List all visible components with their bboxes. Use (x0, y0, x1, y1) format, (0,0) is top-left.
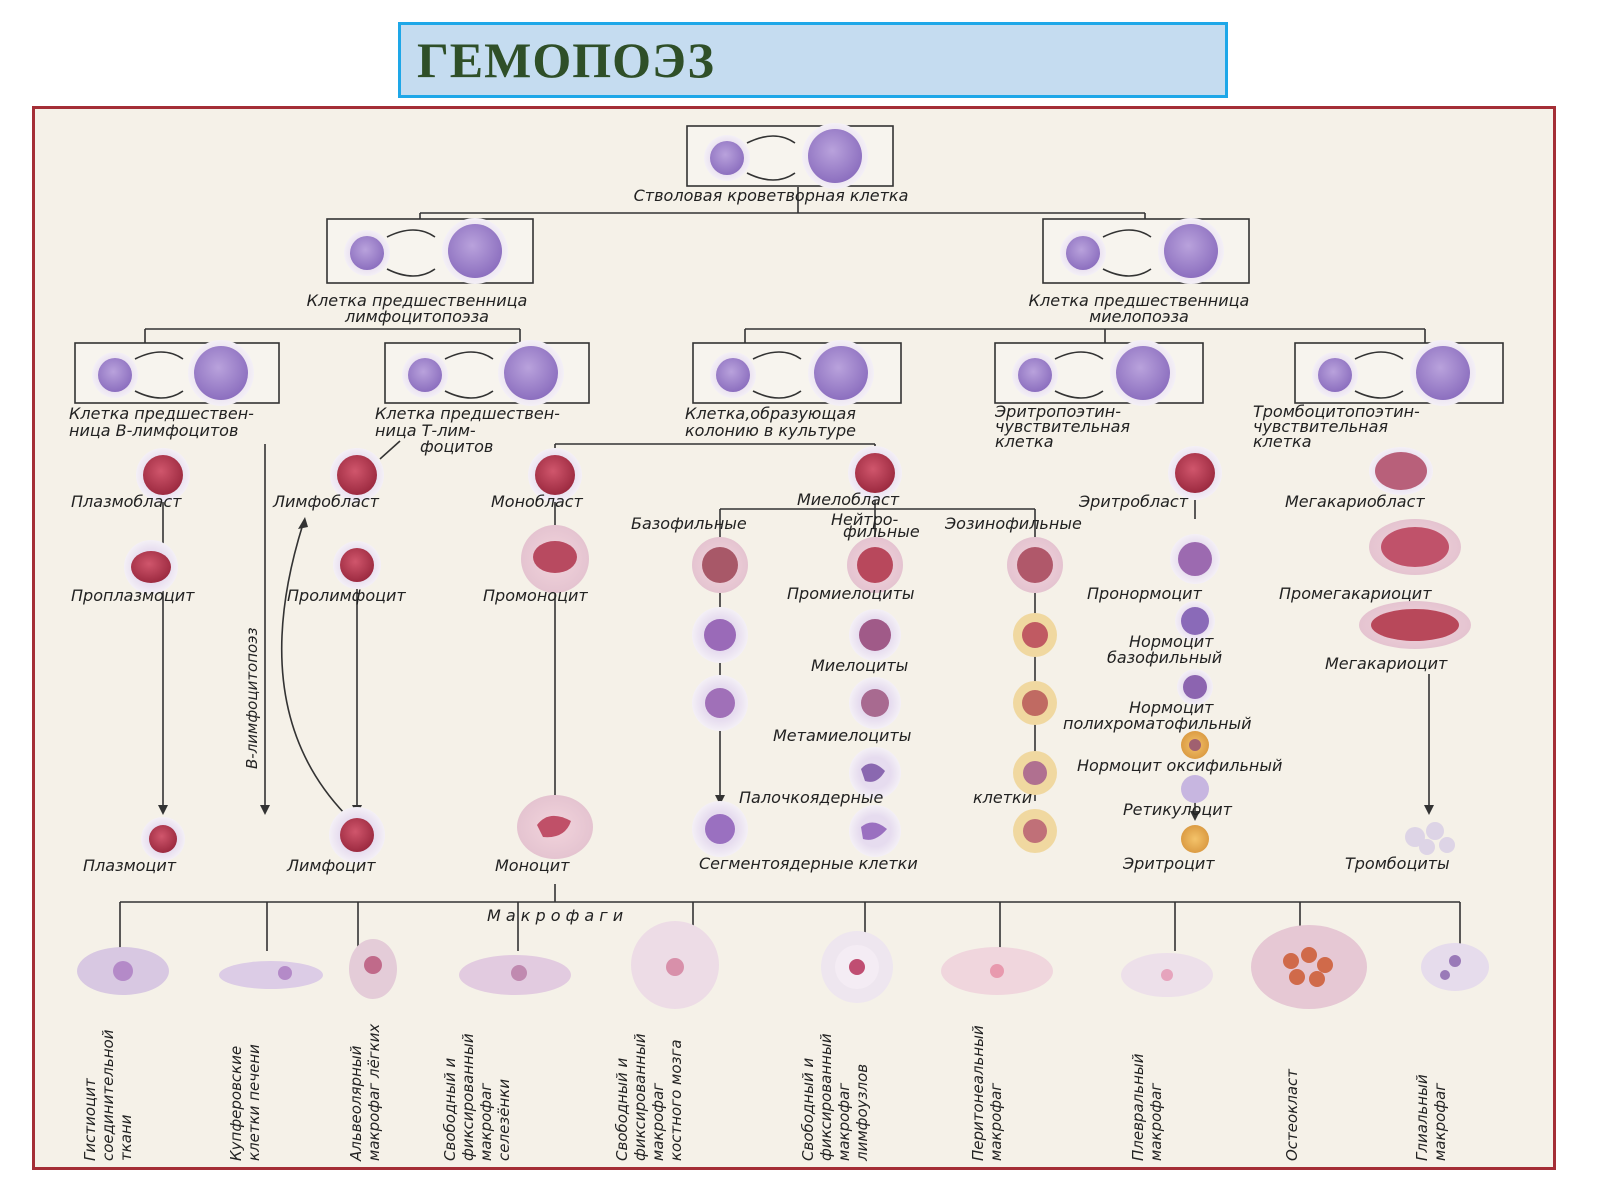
monoblast-label: Монобласт (491, 492, 584, 511)
macrophage-label-4d: селезёнки (495, 1079, 513, 1161)
macrophage-label-6c: макрофаг (835, 1083, 853, 1161)
myeloid-series: Миелоциты Метамиелоциты Палочкоядерные к… (692, 607, 1057, 857)
b-progenitor-label-2: ница В-лимфоцитов (69, 421, 238, 440)
macrophage-labels: Гистиоцит соединительной ткани Купферовс… (81, 1024, 1449, 1162)
macrophage-label-6b: фиксированный (817, 1033, 835, 1161)
macrophage-label-6a: Свободный и (799, 1058, 817, 1161)
macrophage-label-2a: Купферовские (227, 1046, 245, 1161)
megakaryoblast-label: Мегакариобласт (1285, 492, 1425, 511)
proplasmocyte-label: Проплазмоцит (71, 586, 195, 605)
cfu-box: Клетка,образующая колонию в культуре (685, 340, 902, 440)
macrophage-label-1a: Гистиоцит (81, 1077, 99, 1161)
ery-sensitive-box: Эритропоэтин- чувствительная клетка (994, 340, 1204, 451)
b-lymphopoiesis-label: В-лимфоцитопоэз (243, 628, 261, 769)
lympho-progenitor-box: Клетка предшественница лимфоцитопоэза (307, 218, 534, 326)
lympho-progenitor-label-1: Клетка предшественница (307, 291, 528, 310)
normocyte-basophilic-label-1: Нормоцит (1129, 632, 1214, 651)
t-progenitor-box: Клетка предшествен- ница Т-лим- фоцитов (375, 340, 590, 456)
stem-cell-box: Стволовая кроветворная клетка (634, 123, 909, 205)
hematopoiesis-diagram: Стволовая кроветворная клетка Клетка пре… (69, 123, 1504, 1162)
stem-cell-label: Стволовая кроветворная клетка (634, 186, 909, 205)
macrophage-cells (77, 921, 1489, 1009)
ery-sensitive-label-1: Эритропоэтин- (994, 402, 1121, 421)
segmented-label: Сегментоядерные клетки (699, 854, 918, 873)
promonocyte-label: Промоноцит (483, 586, 588, 605)
plasmocyte-label: Плазмоцит (83, 856, 177, 875)
pronormocyte-label: Пронормоцит (1087, 584, 1203, 603)
macrophage-label-10a: Глиальный (1413, 1074, 1431, 1161)
monocyte-label: Моноцит (495, 856, 570, 875)
ery-sensitive-label-2: чувствительная (995, 417, 1130, 436)
myelo-progenitor-label-1: Клетка предшественница (1029, 291, 1250, 310)
macrophage-label-1b: соединительной (99, 1029, 117, 1161)
myeloblast-label: Миелобласт (797, 490, 900, 509)
macrophage-label-2b: клетки печени (245, 1044, 263, 1161)
macrophage-label-8b: макрофаг (1147, 1083, 1165, 1161)
lympho-progenitor-label-2: лимфоцитопоэза (344, 307, 489, 326)
macrophage-label-7b: макрофаг (987, 1083, 1005, 1161)
macrophage-label-8a: Плевральный (1129, 1053, 1147, 1161)
basophilic-label: Базофильные (631, 514, 747, 533)
thr-sensitive-box: Тромбоцитопоэтин- чувствительная клетка (1253, 340, 1504, 451)
normocyte-poly-label-1: Нормоцит (1129, 698, 1214, 717)
eosinophilic-label: Эозинофильные (944, 514, 1082, 533)
blast-row: Плазмобласт Лимфобласт Монобласт Миелобл… (71, 446, 1433, 541)
macrophage-label-3b: макрофаг лёгких (365, 1024, 383, 1161)
normocyte-oxyphilic-label: Нормоцит оксифильный (1077, 756, 1282, 775)
neutrophilic-label-2: фильные (843, 522, 920, 541)
megakaryocyte-label: Мегакариоцит (1325, 654, 1448, 673)
macrophage-label-5a: Свободный и (613, 1058, 631, 1161)
macrophage-label-4c: макрофаг (477, 1083, 495, 1161)
macrophage-label-5b: фиксированный (631, 1033, 649, 1161)
macrophage-label-4a: Свободный и (441, 1058, 459, 1161)
macrophages-label: М а к р о ф а г и (487, 906, 623, 925)
cfu-label-2: колонию в культуре (685, 421, 856, 440)
macrophage-label-6d: лимфоузлов (853, 1064, 871, 1162)
lymphoblast-label: Лимфобласт (272, 492, 380, 511)
mature-row: Плазмоцит Лимфоцит Моноцит Сегментоядерн… (83, 795, 1450, 875)
erythroid-series: Нормоцит базофильный Мегакариоцит Нормоц… (1063, 601, 1471, 855)
myelo-progenitor-box: Клетка предшественница миелопоэза (1029, 218, 1250, 326)
title-box: ГЕМОПОЭЗ (398, 22, 1228, 98)
metamyelocytes-label: Метамиелоциты (773, 726, 911, 745)
erythrocyte-label: Эритроцит (1122, 854, 1215, 873)
plasmoblast-label: Плазмобласт (71, 492, 182, 511)
reticulocyte-label: Ретикулоцит (1123, 800, 1233, 819)
cfu-label-1: Клетка,образующая (685, 404, 856, 423)
ery-sensitive-label-3: клетка (995, 432, 1054, 451)
page-title: ГЕМОПОЭЗ (417, 32, 715, 88)
b-progenitor-label-1: Клетка предшествен- (69, 404, 254, 423)
normocyte-poly-label-2: полихроматофильный (1063, 714, 1252, 733)
thrombocytes-label: Тромбоциты (1345, 854, 1450, 873)
promyelocytes-label: Промиелоциты (787, 584, 915, 603)
band-label: Палочкоядерные (739, 788, 884, 807)
t-progenitor-label-1: Клетка предшествен- (375, 404, 560, 423)
prolymphocyte-label: Пролимфоцит (287, 586, 406, 605)
macrophage-label-5c: макрофаг (649, 1083, 667, 1161)
diagram-frame: Стволовая кроветворная клетка Клетка пре… (32, 106, 1556, 1170)
neutrophilic-label-1: Нейтро- (831, 510, 899, 529)
macrophage-label-3a: Альвеолярный (347, 1045, 365, 1162)
macrophage-label-5d: костного мозга (667, 1039, 685, 1161)
t-progenitor-label-3: фоцитов (420, 437, 493, 456)
t-progenitor-label-2: ница Т-лим- (375, 421, 476, 440)
macrophage-label-1c: ткани (117, 1114, 135, 1161)
thr-sensitive-label-2: чувствительная (1253, 417, 1388, 436)
myelo-progenitor-label-2: миелопоэза (1089, 307, 1189, 326)
promegakaryocyte-label: Промегакариоцит (1279, 584, 1432, 603)
lymphocyte-label: Лимфоцит (286, 856, 376, 875)
erythroblast-label: Эритробласт (1078, 492, 1189, 511)
macrophage-label-7a: Перитонеальный (969, 1025, 987, 1161)
macrophage-label-4b: фиксированный (459, 1033, 477, 1161)
macrophage-label-10b: макрофаг (1431, 1083, 1449, 1161)
b-progenitor-box: Клетка предшествен- ница В-лимфоцитов (69, 340, 280, 440)
thr-sensitive-label-1: Тромбоцитопоэтин- (1253, 402, 1420, 421)
second-row: Проплазмоцит Пролимфоцит Промоноцит Пром… (71, 519, 1461, 605)
cells-label-1: клетки (973, 788, 1032, 807)
normocyte-basophilic-label-2: базофильный (1107, 648, 1222, 667)
thr-sensitive-label-3: клетка (1253, 432, 1312, 451)
macrophage-label-9a: Остеокласт (1283, 1068, 1301, 1161)
myelocytes-label: Миелоциты (811, 656, 908, 675)
